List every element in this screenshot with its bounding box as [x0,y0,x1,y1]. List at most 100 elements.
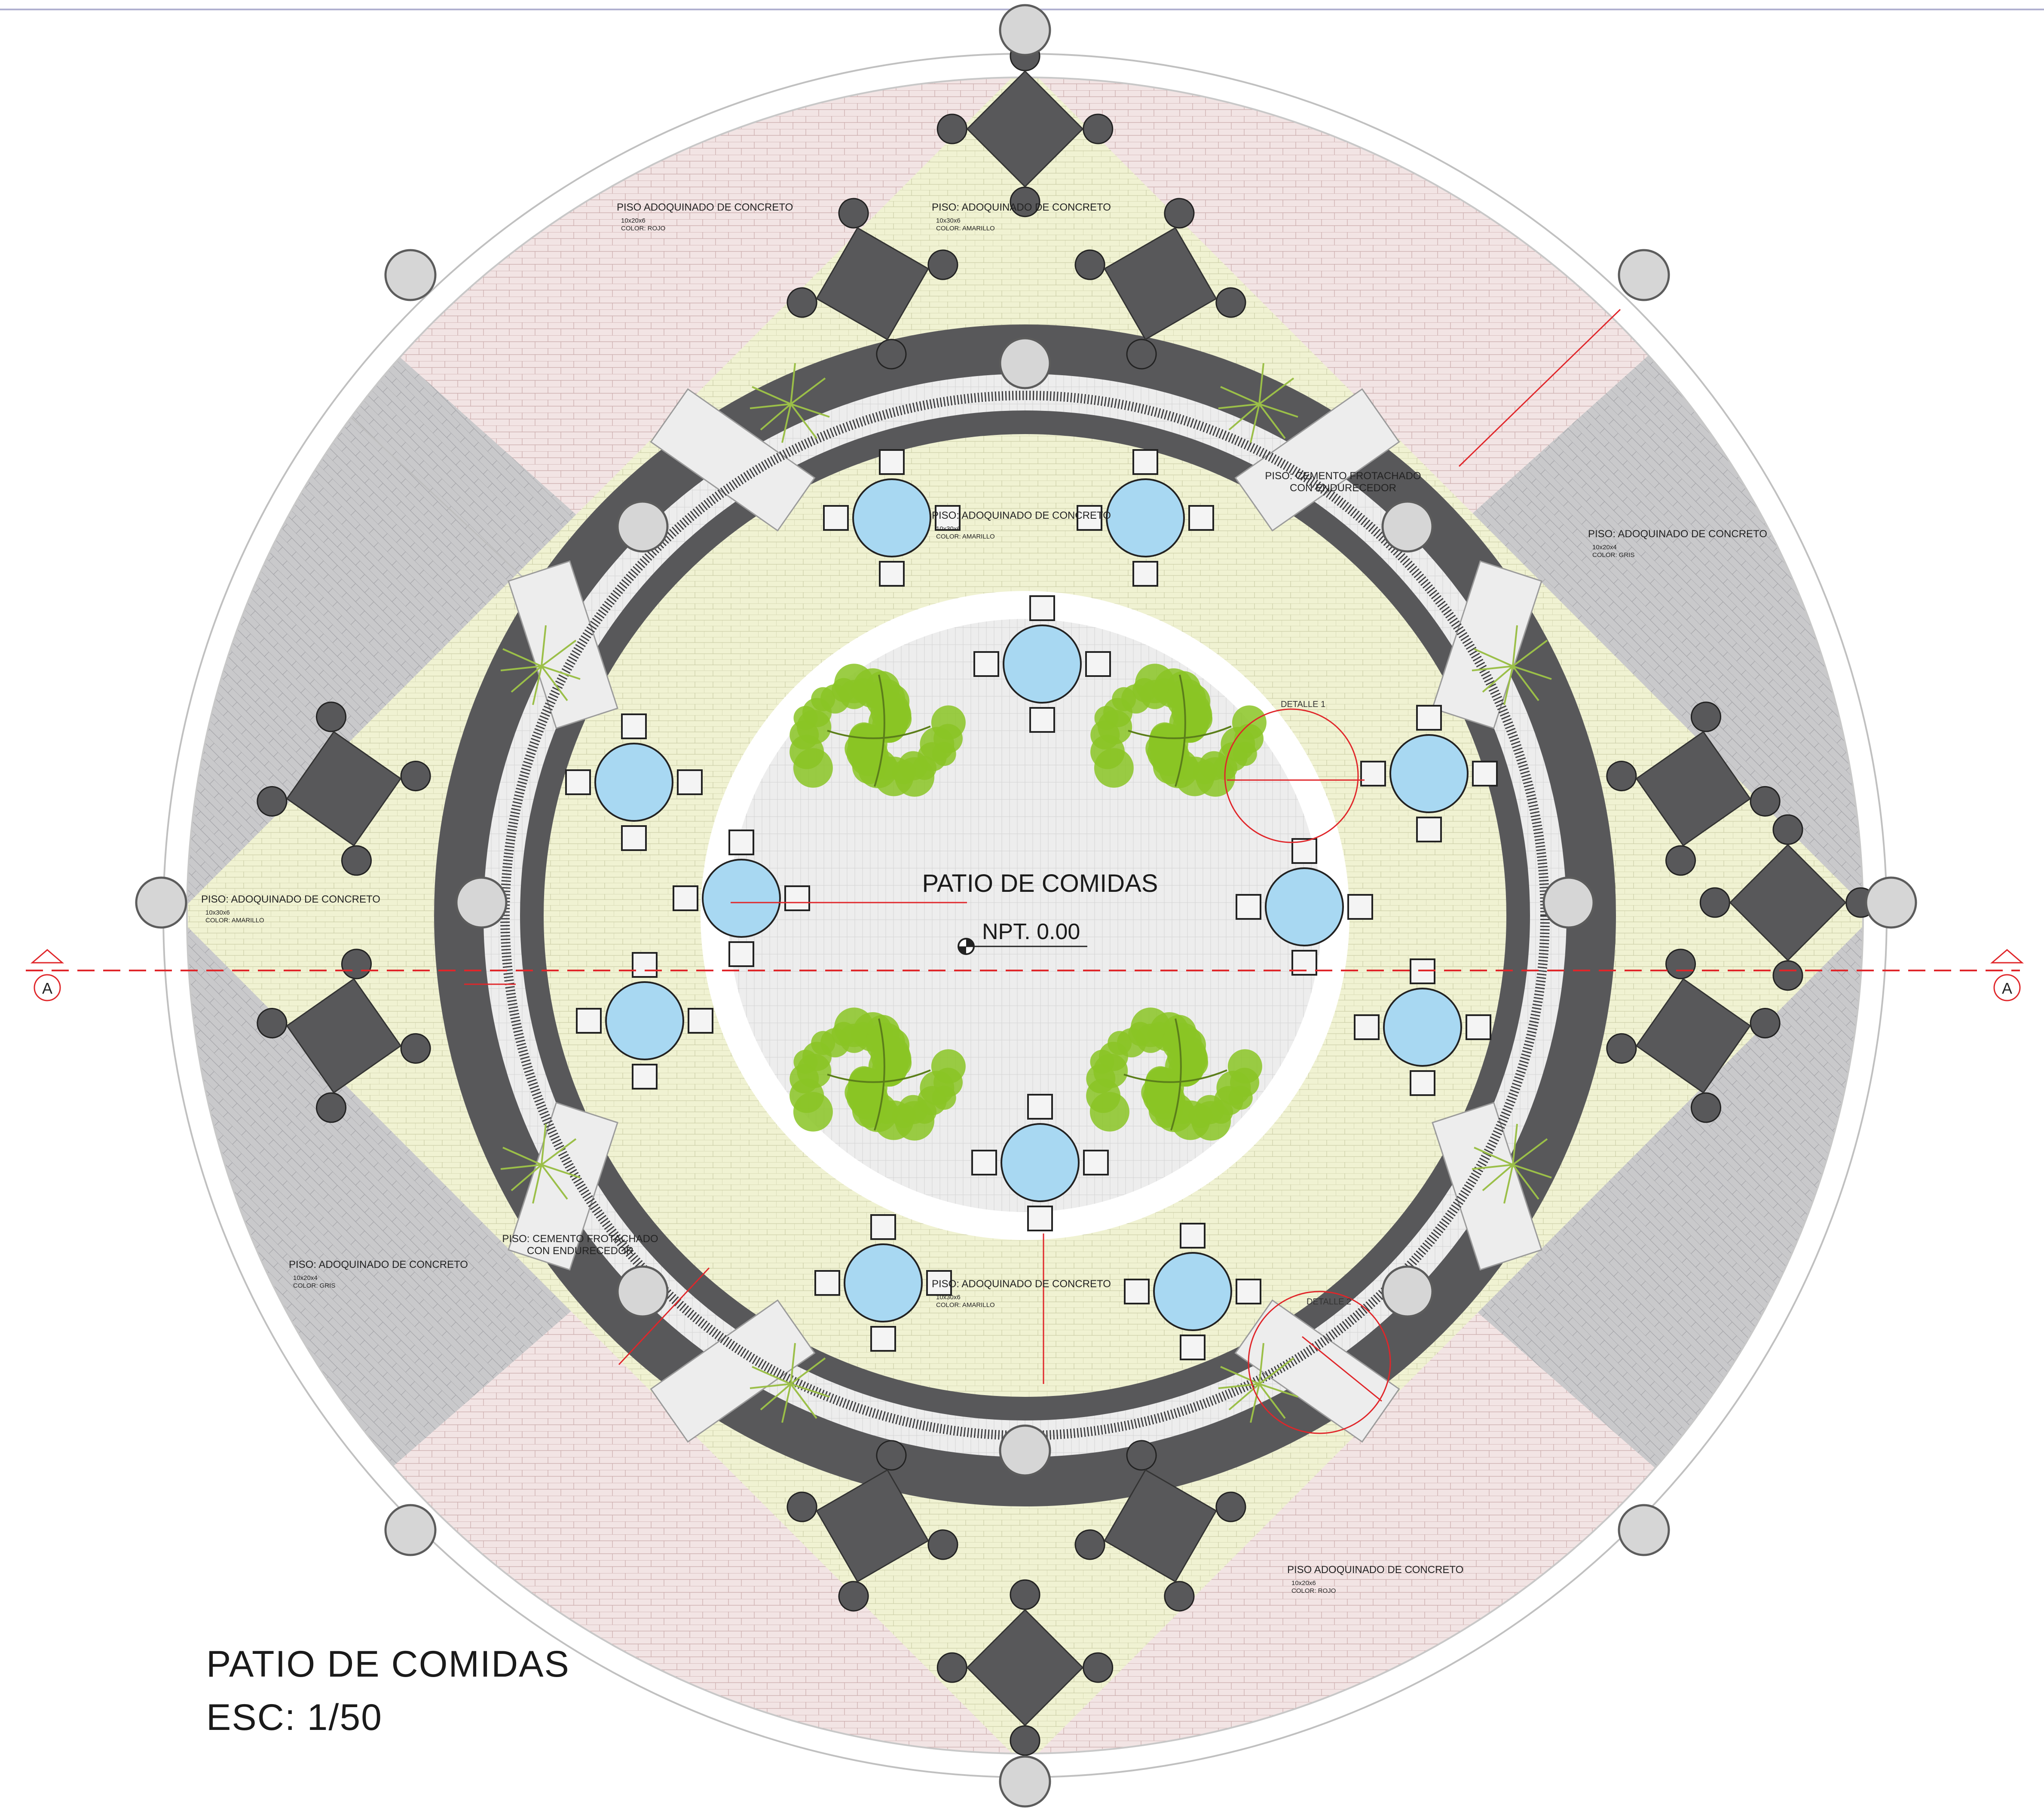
floor-labels: PISO ADOQUINADO DE CONCRETO10x20x6COLOR:… [201,202,1767,1595]
column [1381,1265,1434,1318]
chair [621,713,647,739]
chair [1027,1206,1053,1231]
chair [870,1214,896,1240]
chair [673,885,698,911]
column [1618,249,1670,301]
square-table [1606,949,1781,1123]
round-table [673,830,810,967]
chair [879,449,905,475]
round-table [1077,449,1214,587]
tree [1090,664,1267,797]
svg-text:PISO: ADOQUINADO DE CONCRETO: PISO: ADOQUINADO DE CONCRETO [289,1259,468,1270]
svg-text:PISO: ADOQUINADO DE CONCRETO: PISO: ADOQUINADO DE CONCRETO [932,202,1111,213]
chair [1360,761,1386,787]
floor-label: PISO: ADOQUINADO DE CONCRETO 10x30x6COLOR… [932,202,1111,232]
drawing-scale: ESC: 1/50 [206,1697,382,1738]
round-table [971,1094,1109,1231]
column [999,1424,1051,1477]
column [384,1504,437,1556]
round-table [823,449,961,587]
chair [1416,705,1442,731]
svg-text:CON ENDURECEDOR: CON ENDURECEDOR [1290,482,1396,494]
square-table [1606,701,1781,876]
section-marker-right: A [1990,949,2024,1001]
svg-text:10x30x6: 10x30x6 [936,217,961,224]
chair [1124,1279,1150,1304]
round-table [1360,705,1498,842]
chair [879,561,905,587]
column [1381,500,1434,553]
chair [677,769,703,795]
column [455,876,508,929]
svg-text:PISO: ADOQUINADO DE CONCRETO: PISO: ADOQUINADO DE CONCRETO [932,510,1111,521]
chair [971,1150,997,1175]
svg-text:CON ENDURECEDOR: CON ENDURECEDOR [527,1245,633,1257]
square-table [1699,814,1876,991]
round-tables [565,449,1498,1360]
chair [784,885,810,911]
square-table [786,1440,958,1612]
svg-text:PISO: CEMENTO FROTACHADO: PISO: CEMENTO FROTACHADO [1265,470,1421,482]
chair [565,769,591,795]
chair [1416,817,1442,842]
svg-text:COLOR: ROJO: COLOR: ROJO [621,225,665,232]
tree [1086,1007,1262,1141]
svg-text:10x20x4: 10x20x4 [1592,544,1617,551]
chair [632,1064,658,1090]
square-table [257,949,431,1123]
svg-text:COLOR: AMARILLO: COLOR: AMARILLO [936,533,995,540]
detail-1-label: DETALLE 1 [1281,700,1325,709]
column [616,1265,669,1318]
level-marker: NPT. 0.00 [958,919,1087,955]
chair [1347,894,1373,920]
svg-text:COLOR: AMARILLO: COLOR: AMARILLO [936,225,995,232]
title-block: PATIO DE COMIDAS ESC: 1/50 [206,1638,570,1744]
round-table [814,1214,952,1352]
chair [1132,449,1158,475]
chair [1077,505,1102,531]
chair [1236,1279,1261,1304]
chair [1410,1070,1435,1096]
chair [935,505,961,531]
tree [789,664,966,797]
column [999,1755,1051,1808]
chair [870,1326,896,1352]
svg-text:A: A [42,979,52,997]
chair [728,830,754,855]
floor-label: PISO: ADOQUINADO DE CONCRETO10x20x4COLOR… [1588,528,1767,559]
square-tables [257,40,1876,1756]
square-table [1074,198,1246,370]
floor-label: PISO ADOQUINADO DE CONCRETO10x20x6COLOR:… [617,202,793,232]
chair [1466,1014,1491,1040]
round-table [973,595,1111,733]
svg-text:COLOR: GRIS: COLOR: GRIS [293,1282,335,1289]
round-table [565,713,703,851]
round-table [1236,838,1373,976]
round-table [576,952,713,1090]
chair [576,1008,602,1034]
drawing-title: PATIO DE COMIDAS [206,1644,570,1685]
tree [789,1007,966,1141]
svg-text:PISO: ADOQUINADO DE CONCRETO: PISO: ADOQUINADO DE CONCRETO [932,1278,1111,1290]
trees [789,664,1267,1141]
chair [1236,894,1261,920]
chair [632,952,658,978]
svg-text:NPT. 0.00: NPT. 0.00 [982,919,1080,944]
svg-text:10x20x6: 10x20x6 [621,217,646,224]
chair [973,651,999,677]
column [999,337,1051,389]
floor-label: PISO: ADOQUINADO DE CONCRETO10x20x4COLOR… [289,1259,468,1289]
chair [688,1008,713,1034]
svg-text:10x30x6: 10x30x6 [936,525,961,533]
chair [1291,950,1317,976]
svg-text:PISO: ADOQUINADO DE CONCRETO: PISO: ADOQUINADO DE CONCRETO [201,894,380,905]
column [999,4,1051,56]
chair [823,505,849,531]
columns [135,4,1917,1808]
floor-label: PISO: ADOQUINADO DE CONCRETO10x30x6COLOR… [201,894,380,924]
column [616,500,669,553]
column [1542,876,1595,929]
chair [1472,761,1498,787]
